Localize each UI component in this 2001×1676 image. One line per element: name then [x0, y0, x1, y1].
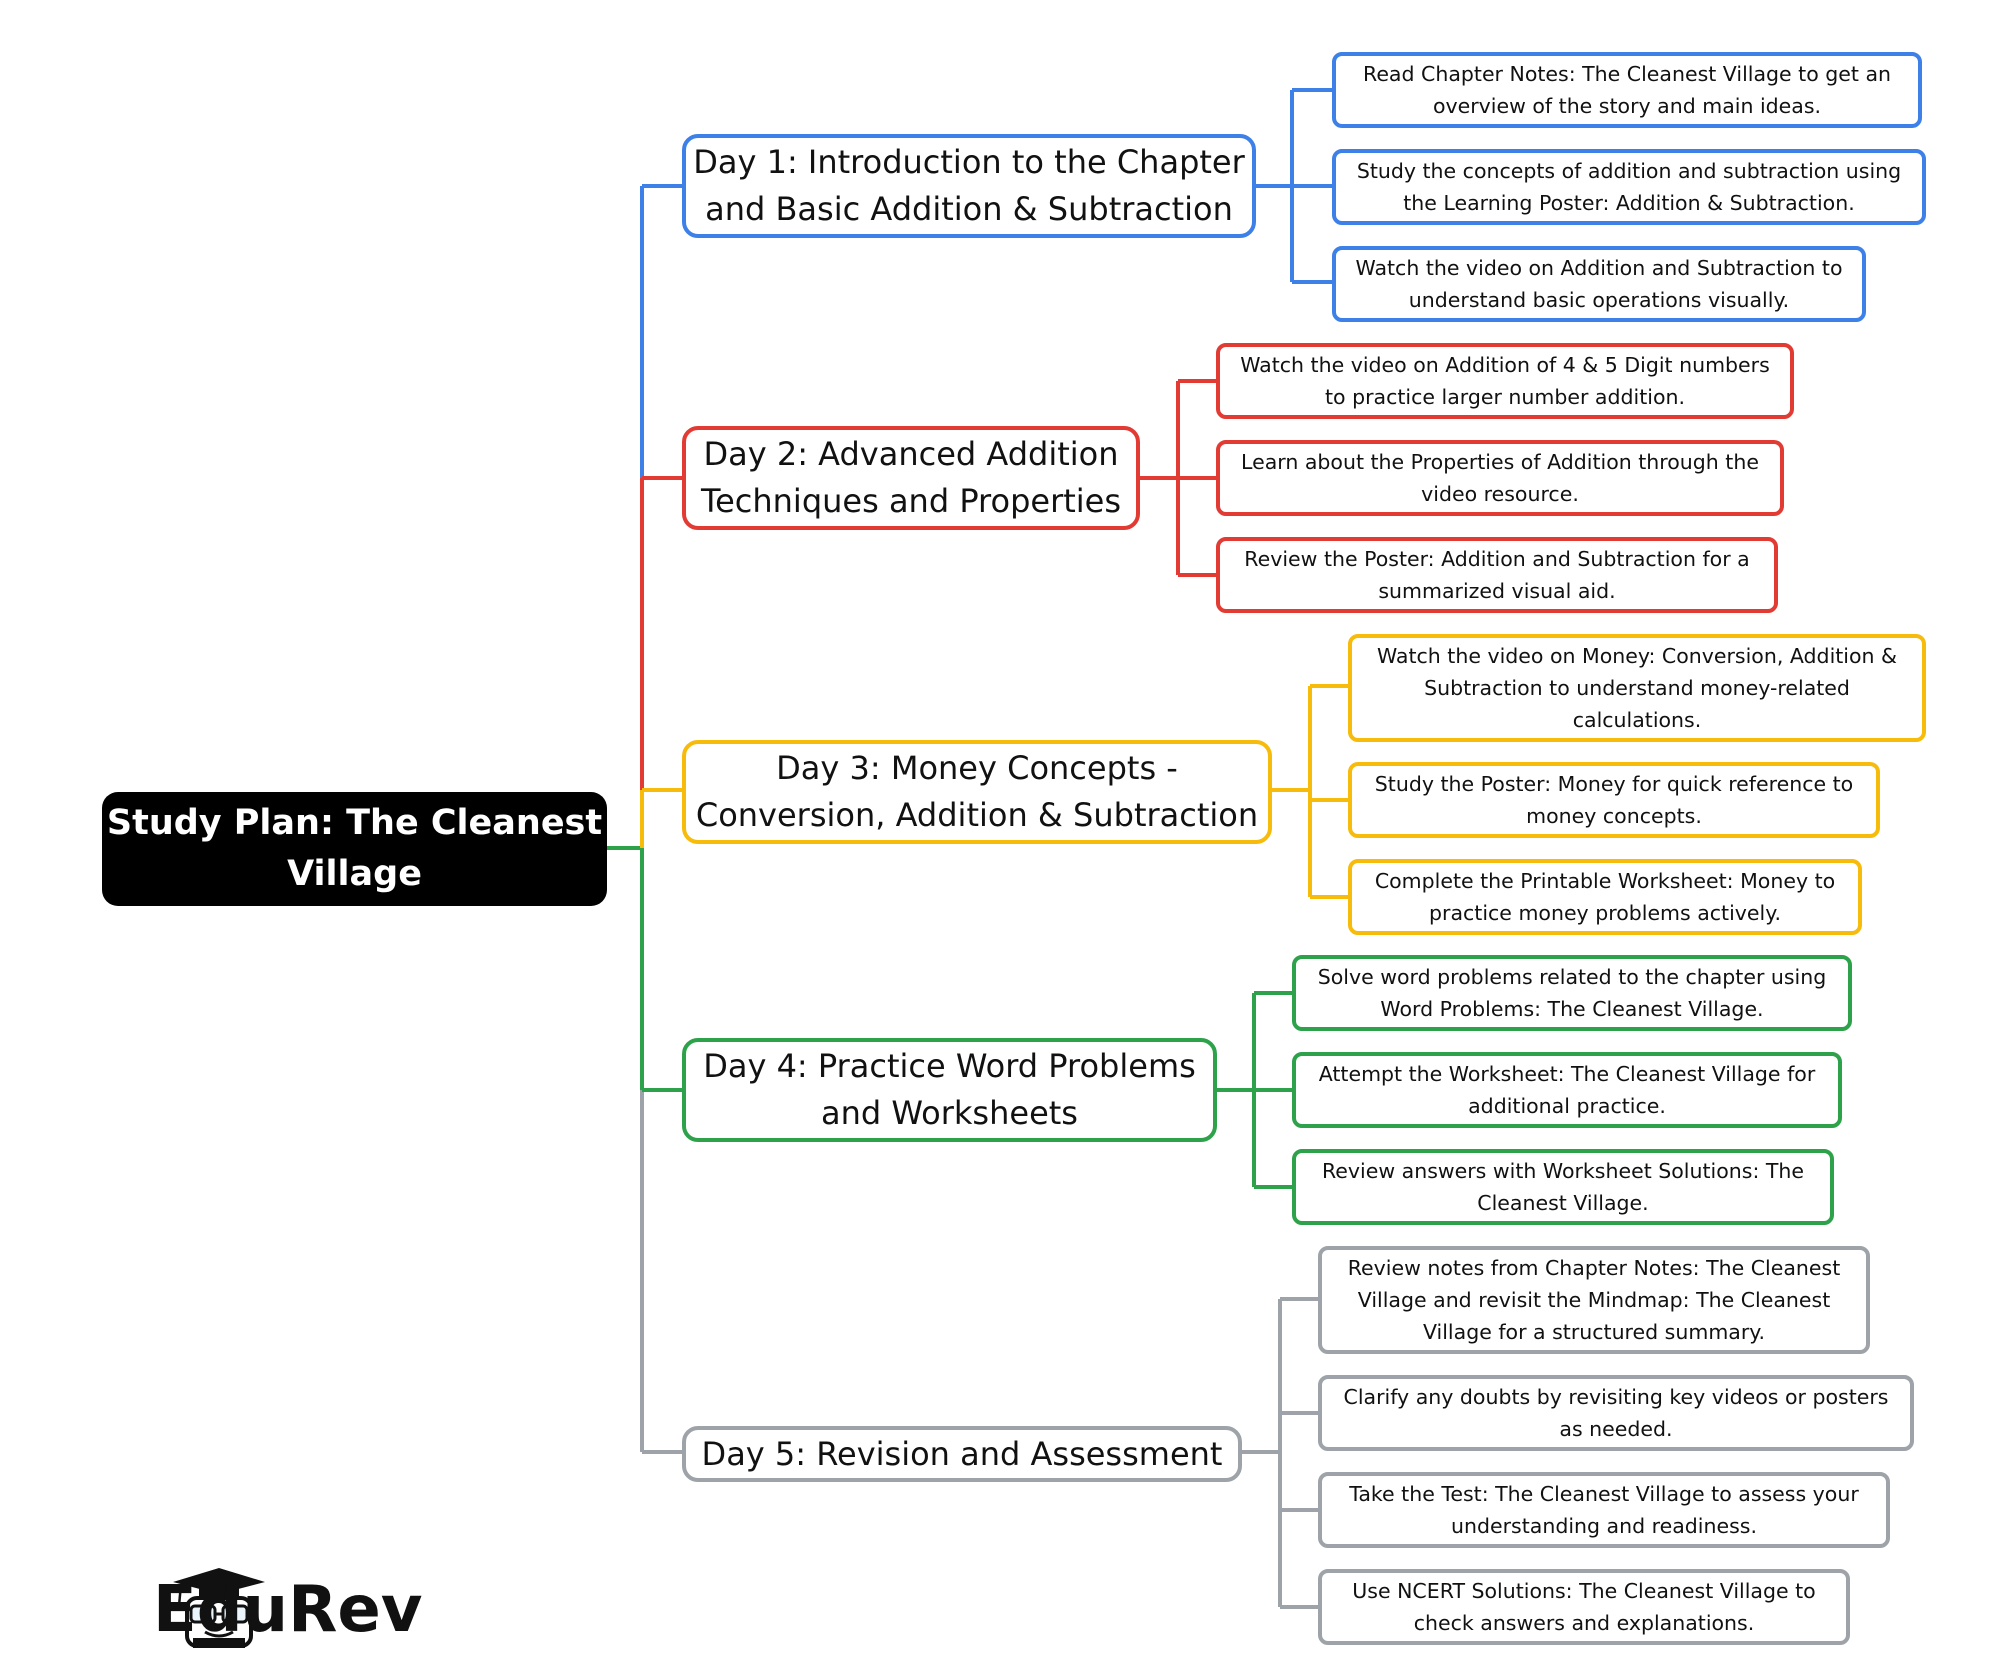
day-4-task-1[interactable]: Solve word problems related to the chapt… [1292, 955, 1852, 1031]
brand-name: EduRev [153, 1573, 423, 1647]
day-1-task-1[interactable]: Read Chapter Notes: The Cleanest Village… [1332, 52, 1922, 128]
day-3-node[interactable]: Day 3: Money Concepts - Conversion, Addi… [682, 740, 1272, 844]
task-text: Watch the video on Money: Conversion, Ad… [1376, 644, 1898, 732]
task-text: Review notes from Chapter Notes: The Cle… [1347, 1256, 1841, 1344]
connector-day1-tasks [1256, 88, 1332, 284]
graduation-cap-mascot-icon [173, 1568, 265, 1648]
day-1-task-2[interactable]: Study the concepts of addition and subtr… [1332, 149, 1926, 225]
connector-day4-tasks [1217, 991, 1292, 1189]
day-5-task-4[interactable]: Use NCERT Solutions: The Cleanest Villag… [1318, 1569, 1850, 1645]
day-5-task-2[interactable]: Clarify any doubts by revisiting key vid… [1318, 1375, 1914, 1451]
day-5-task-3[interactable]: Take the Test: The Cleanest Village to a… [1318, 1472, 1890, 1548]
day-3-task-1[interactable]: Watch the video on Money: Conversion, Ad… [1348, 634, 1926, 742]
day-3-task-3[interactable]: Complete the Printable Worksheet: Money … [1348, 859, 1862, 935]
task-text: Read Chapter Notes: The Cleanest Village… [1363, 62, 1891, 118]
day-3-label: Day 3: Money Concepts - Conversion, Addi… [695, 749, 1259, 834]
day-2-node[interactable]: Day 2: Advanced Addition Techniques and … [682, 426, 1140, 530]
task-text: Watch the video on Addition and Subtract… [1355, 256, 1843, 312]
day-1-label: Day 1: Introduction to the Chapter and B… [693, 143, 1245, 228]
task-text: Use NCERT Solutions: The Cleanest Villag… [1352, 1579, 1816, 1635]
connector-day5-tasks [1242, 1297, 1318, 1609]
day-2-task-1[interactable]: Watch the video on Addition of 4 & 5 Dig… [1216, 343, 1794, 419]
day-1-task-3[interactable]: Watch the video on Addition and Subtract… [1332, 246, 1866, 322]
day-2-task-3[interactable]: Review the Poster: Addition and Subtract… [1216, 537, 1778, 613]
day-5-label: Day 5: Revision and Assessment [701, 1434, 1223, 1473]
day-4-label: Day 4: Practice Word Problems and Worksh… [703, 1047, 1196, 1132]
connector-day2-tasks [1140, 379, 1216, 577]
day-4-task-2[interactable]: Attempt the Worksheet: The Cleanest Vill… [1292, 1052, 1842, 1128]
day-4-node[interactable]: Day 4: Practice Word Problems and Worksh… [682, 1038, 1217, 1142]
task-text: Learn about the Properties of Addition t… [1241, 450, 1759, 506]
day-5-node[interactable]: Day 5: Revision and Assessment [682, 1426, 1242, 1482]
day-4-task-3[interactable]: Review answers with Worksheet Solutions:… [1292, 1149, 1834, 1225]
day-1-node[interactable]: Day 1: Introduction to the Chapter and B… [682, 134, 1256, 238]
task-text: Watch the video on Addition of 4 & 5 Dig… [1240, 353, 1770, 409]
connector-day3-tasks [1272, 684, 1348, 899]
day-5-task-1[interactable]: Review notes from Chapter Notes: The Cle… [1318, 1246, 1870, 1354]
day-2-label: Day 2: Advanced Addition Techniques and … [700, 435, 1122, 520]
root-title: Study Plan: The Cleanest Village [106, 803, 603, 894]
task-text: Clarify any doubts by revisiting key vid… [1343, 1385, 1889, 1441]
day-3-task-2[interactable]: Study the Poster: Money for quick refere… [1348, 762, 1880, 838]
task-text: Study the concepts of addition and subtr… [1356, 159, 1902, 215]
task-text: Review answers with Worksheet Solutions:… [1321, 1159, 1804, 1215]
task-text: Review the Poster: Addition and Subtract… [1244, 547, 1750, 603]
day-2-task-2[interactable]: Learn about the Properties of Addition t… [1216, 440, 1784, 516]
root-node: Study Plan: The Cleanest Village [102, 792, 607, 906]
task-text: Study the Poster: Money for quick refere… [1374, 772, 1854, 828]
task-text: Take the Test: The Cleanest Village to a… [1349, 1482, 1859, 1538]
task-text: Complete the Printable Worksheet: Money … [1374, 869, 1836, 925]
task-text: Attempt the Worksheet: The Cleanest Vill… [1318, 1062, 1816, 1118]
task-text: Solve word problems related to the chapt… [1317, 965, 1827, 1021]
